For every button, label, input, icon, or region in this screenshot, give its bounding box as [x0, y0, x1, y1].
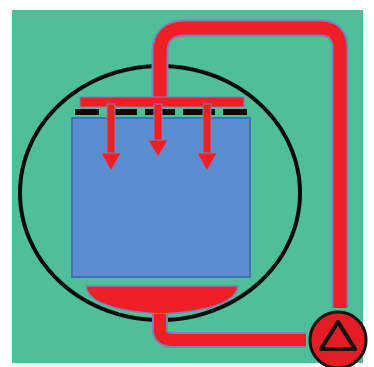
- plate-gap-2: [137, 108, 145, 116]
- plate-gap-3: [175, 108, 183, 116]
- suction-pipe: [154, 314, 306, 346]
- bottom-collector: [85, 285, 239, 315]
- plate-gap-4: [215, 108, 223, 116]
- down-arrow-icon: [196, 103, 218, 173]
- plate-gap-1: [99, 108, 107, 116]
- return-pipe: [153, 21, 347, 308]
- pump-body: [308, 310, 368, 367]
- down-arrow-icon: [147, 103, 169, 158]
- pump-triangle: [319, 320, 357, 351]
- pump-triangle-icon: [308, 310, 368, 367]
- down-arrow-icon: [100, 103, 122, 173]
